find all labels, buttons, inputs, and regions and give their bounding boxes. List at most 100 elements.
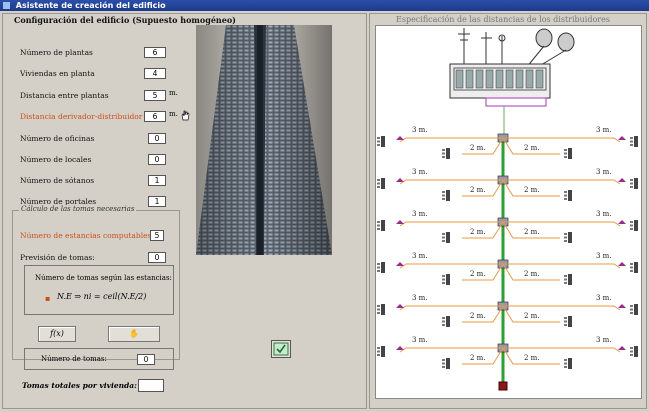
distributor-marker xyxy=(396,178,404,182)
hand-button[interactable]: ✋ xyxy=(108,326,160,342)
branch-right-inner xyxy=(502,137,560,155)
distributor-marker xyxy=(396,136,404,140)
distance-label-left: 3 m. xyxy=(412,252,428,260)
distance-label-right: 3 m. xyxy=(596,336,612,344)
num-tomas-box: Número de tomas: xyxy=(24,348,174,370)
amplifier-module xyxy=(495,69,504,89)
branch-left-outer xyxy=(399,221,503,227)
distance-label-inner-right: 2 m. xyxy=(524,144,540,152)
label-derivador: Distancia derivador-distribuidor xyxy=(20,112,143,121)
branch-right-inner xyxy=(502,305,560,323)
input-portales[interactable]: 1 xyxy=(148,196,166,207)
input-prevision[interactable]: 0 xyxy=(148,252,166,263)
amplifier-module xyxy=(525,69,534,89)
amplifier-module xyxy=(455,69,464,89)
outlet-left-outer xyxy=(377,178,385,189)
input-oficinas[interactable]: 0 xyxy=(148,133,166,144)
amplifier-module xyxy=(465,69,474,89)
distribution-title: Especificación de las distancias de los … xyxy=(394,15,612,24)
label-num-tomas: Número de tomas: xyxy=(41,355,107,363)
branch-left-inner xyxy=(462,263,504,281)
distributor-marker xyxy=(396,346,404,350)
calc-tomas-title: Cálculo de las tomas necesarias xyxy=(19,205,137,213)
label-viviendas: Viviendas en planta xyxy=(20,69,95,78)
amplifier-module xyxy=(505,69,514,89)
branch-right-inner xyxy=(502,263,560,281)
label-sotanos: Número de sótanos xyxy=(20,176,95,185)
distance-label-inner-left: 2 m. xyxy=(470,270,486,278)
distributor-marker xyxy=(396,262,404,266)
outlet-right-outer xyxy=(630,346,638,357)
label-plantas: Número de plantas xyxy=(20,48,93,57)
distributor-marker xyxy=(618,346,626,350)
input-viviendas[interactable]: 4 xyxy=(144,68,166,79)
amplifier-module xyxy=(535,69,544,89)
distributor-marker xyxy=(618,220,626,224)
branch-left-outer xyxy=(399,179,503,185)
distance-label-inner-right: 2 m. xyxy=(524,186,540,194)
input-distancia-plantas[interactable]: 5 xyxy=(144,90,166,101)
distance-label-left: 3 m. xyxy=(412,210,428,218)
riser-base-block xyxy=(498,381,508,391)
label-total-tomas: Tomas totales por vivienda: xyxy=(22,381,137,390)
input-num-tomas[interactable]: 0 xyxy=(137,354,155,365)
branch-left-inner xyxy=(462,137,504,155)
branch-right-outer xyxy=(503,347,621,353)
branch-left-outer xyxy=(399,263,503,269)
window-titlebar: Asistente de creación del edificio xyxy=(0,0,649,11)
branch-right-inner xyxy=(502,347,560,365)
app-icon xyxy=(3,2,10,9)
outlet-right-outer xyxy=(630,220,638,231)
distance-label-right: 3 m. xyxy=(596,294,612,302)
input-derivador[interactable]: 6 xyxy=(144,111,166,122)
fx-button[interactable]: f(x) xyxy=(38,326,76,342)
branch-right-inner xyxy=(502,179,560,197)
formula-title: Número de tomas según las estancias: xyxy=(35,274,172,282)
input-estancias[interactable]: 5 xyxy=(150,230,164,241)
outlet-left-outer xyxy=(377,262,385,273)
outlet-right-inner xyxy=(564,274,572,285)
outlet-right-outer xyxy=(630,136,638,147)
building-photo xyxy=(196,25,332,255)
amplifier-module xyxy=(475,69,484,89)
input-total-tomas[interactable] xyxy=(138,379,164,392)
input-plantas[interactable]: 6 xyxy=(144,47,166,58)
outlet-right-inner xyxy=(564,148,572,159)
distance-label-left: 3 m. xyxy=(412,294,428,302)
distance-label-inner-left: 2 m. xyxy=(470,312,486,320)
confirm-button[interactable] xyxy=(271,340,291,358)
branch-left-inner xyxy=(462,221,504,239)
outlet-right-inner xyxy=(564,232,572,243)
distributor-marker xyxy=(396,304,404,308)
branch-right-outer xyxy=(503,221,621,227)
outlet-left-outer xyxy=(377,304,385,315)
branch-right-outer xyxy=(503,137,621,143)
window-title: Asistente de creación del edificio xyxy=(15,1,166,10)
branch-right-outer xyxy=(503,179,621,185)
distance-label-inner-left: 2 m. xyxy=(470,354,486,362)
distance-label-inner-left: 2 m. xyxy=(470,228,486,236)
outlet-right-inner xyxy=(564,190,572,201)
outlet-right-outer xyxy=(630,178,638,189)
outlet-right-inner xyxy=(564,316,572,327)
branch-left-outer xyxy=(399,137,503,143)
label-prevision: Previsión de tomas: xyxy=(20,253,95,262)
branch-left-inner xyxy=(462,179,504,197)
outlet-left-outer xyxy=(377,136,385,147)
distance-label-right: 3 m. xyxy=(596,210,612,218)
distance-label-inner-right: 2 m. xyxy=(524,354,540,362)
headend-amplifier-rack xyxy=(449,63,551,134)
outlet-left-inner xyxy=(442,148,450,159)
label-distancia-plantas: Distancia entre plantas xyxy=(20,91,109,100)
input-locales[interactable]: 0 xyxy=(148,154,166,165)
input-sotanos[interactable]: 1 xyxy=(148,175,166,186)
branch-right-outer xyxy=(503,263,621,269)
distance-label-right: 3 m. xyxy=(596,168,612,176)
outlet-right-inner xyxy=(564,358,572,369)
outlet-left-outer xyxy=(377,220,385,231)
checkmark-icon xyxy=(273,342,289,356)
branch-left-inner xyxy=(462,305,504,323)
outlet-right-outer xyxy=(630,304,638,315)
distributor-marker xyxy=(618,304,626,308)
distance-label-right: 3 m. xyxy=(596,126,612,134)
